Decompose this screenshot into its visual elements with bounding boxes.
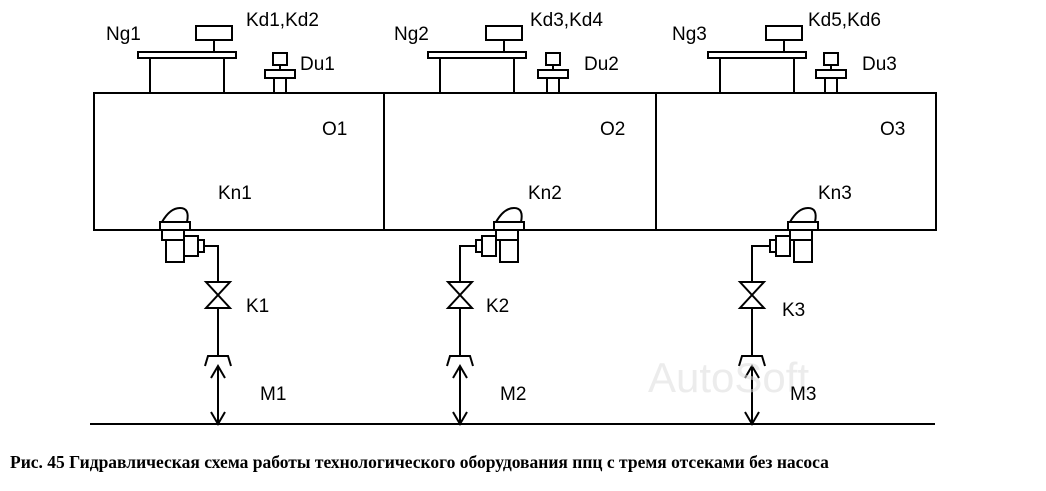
filler-neck-2	[427, 51, 527, 93]
hose-1	[204, 355, 232, 426]
pipe-3	[751, 245, 770, 282]
pipe-2	[459, 245, 476, 282]
breather-valves-1	[195, 25, 233, 52]
label-compartment-2: O2	[600, 119, 625, 140]
label-filler-neck-2: Ng2	[394, 24, 429, 45]
label-compartment-1: O1	[322, 119, 347, 140]
bottom-valve-1	[159, 206, 205, 263]
label-level-sensor-2: Du2	[584, 54, 619, 75]
label-hose-2: M2	[500, 384, 526, 405]
shutoff-valve-3	[737, 281, 767, 309]
bottom-valve-2	[475, 206, 525, 263]
compartment-1	[137, 25, 296, 426]
label-breather-valves-2: Kd3,Kd4	[530, 10, 603, 31]
label-bottom-valve-3: Kn3	[818, 183, 852, 204]
filler-neck-3	[707, 51, 807, 93]
level-sensor-1	[264, 52, 296, 94]
label-level-sensor-1: Du1	[300, 54, 335, 75]
compartment-3	[707, 25, 847, 426]
label-shutoff-valve-2: K2	[486, 296, 509, 317]
hose-3	[738, 355, 766, 426]
shutoff-valve-2	[445, 281, 475, 309]
breather-valves-3	[765, 25, 803, 52]
label-breather-valves-1: Kd1,Kd2	[246, 10, 319, 31]
label-shutoff-valve-3: K3	[782, 300, 805, 321]
hose-2	[446, 355, 474, 426]
label-bottom-valve-1: Kn1	[218, 183, 252, 204]
figure-caption: Рис. 45 Гидравлическая схема работы техн…	[10, 452, 829, 472]
label-level-sensor-3: Du3	[862, 54, 897, 75]
label-bottom-valve-2: Kn2	[528, 183, 562, 204]
label-shutoff-valve-1: K1	[246, 296, 269, 317]
tank-body	[93, 92, 937, 231]
filler-neck-1	[137, 51, 237, 93]
breather-valves-2	[485, 25, 523, 52]
level-sensor-2	[537, 52, 569, 94]
pipe-1	[204, 245, 219, 282]
level-sensor-3	[815, 52, 847, 94]
label-hose-1: M1	[260, 384, 286, 405]
watermark: AutoSoft	[648, 354, 809, 401]
label-filler-neck-1: Ng1	[106, 24, 141, 45]
compartment-2	[427, 25, 569, 426]
label-compartment-3: O3	[880, 119, 905, 140]
label-filler-neck-3: Ng3	[672, 24, 707, 45]
shutoff-valve-1	[203, 281, 233, 309]
label-hose-3: M3	[790, 384, 816, 405]
bottom-valve-3	[769, 206, 819, 263]
label-breather-valves-3: Kd5,Kd6	[808, 10, 881, 31]
